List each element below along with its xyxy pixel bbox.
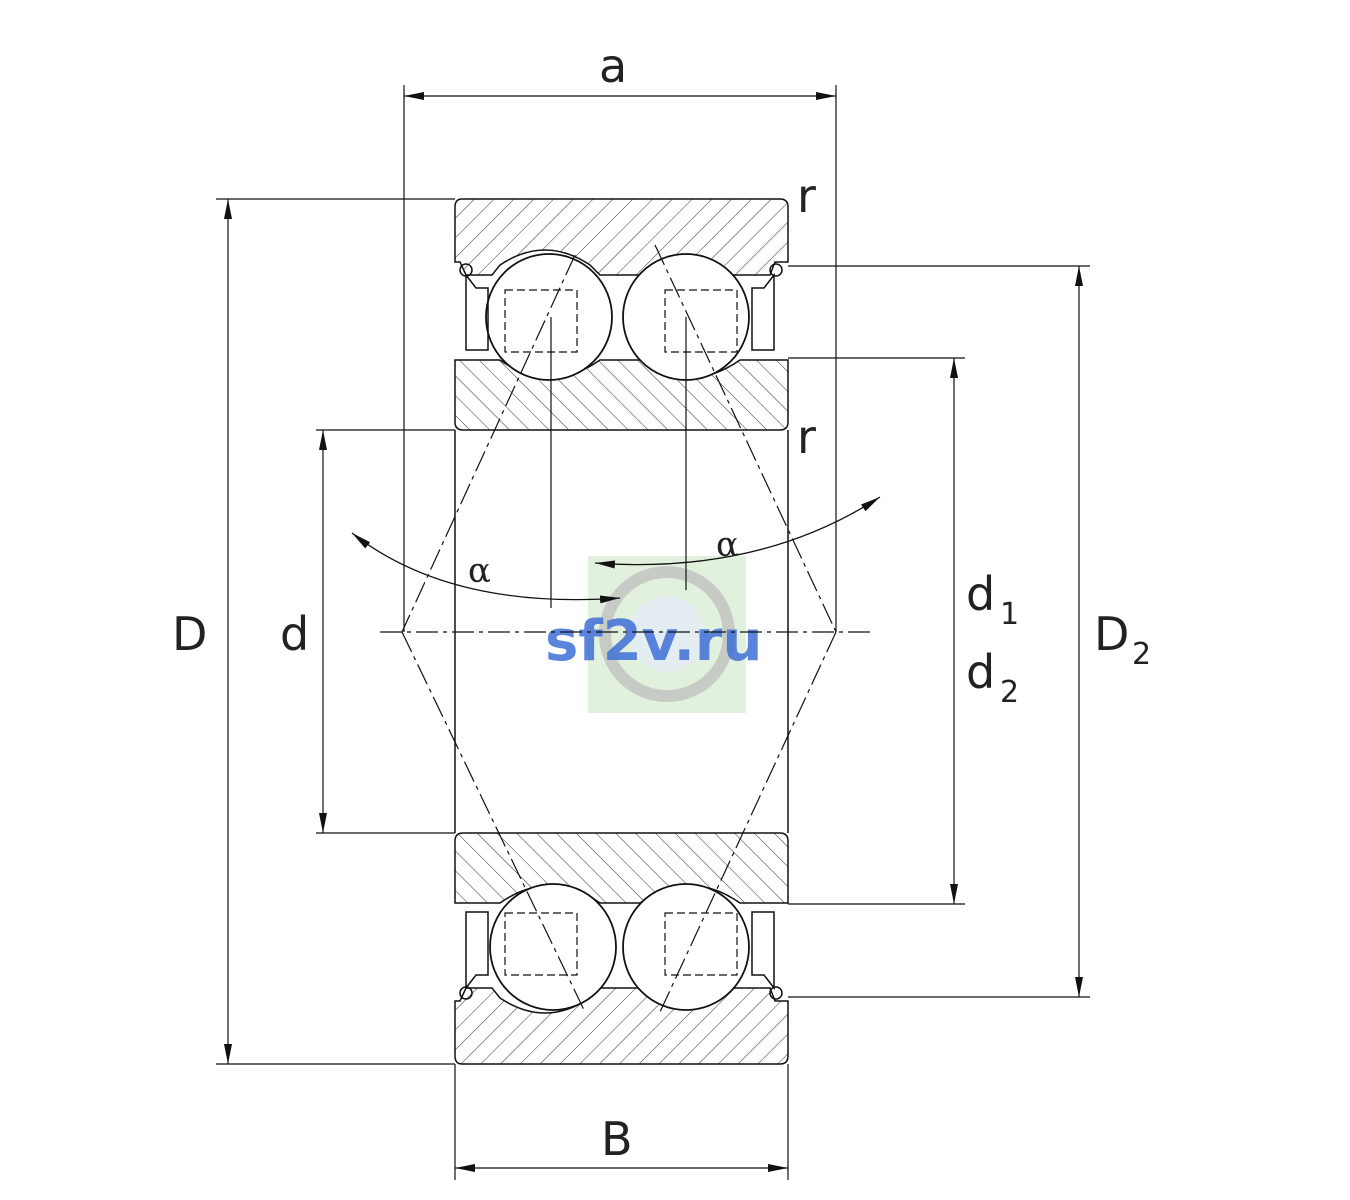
label-B: B xyxy=(601,1112,633,1166)
label-alpha-right: α xyxy=(716,525,739,565)
label-r-mid: r xyxy=(797,410,816,464)
label-d2-main: d xyxy=(966,645,995,699)
label-alpha-left: α xyxy=(468,551,491,591)
outer-ring-top xyxy=(454,198,789,276)
label-D2-sub: 2 xyxy=(1132,637,1151,672)
inner-ring-top xyxy=(454,359,789,431)
dimension-d1-d2 xyxy=(788,357,965,905)
label-D2-main: D xyxy=(1094,607,1129,661)
ball-bottom-right xyxy=(622,883,750,1011)
dimension-B xyxy=(454,1064,789,1180)
label-a: a xyxy=(599,39,627,93)
label-d: d xyxy=(280,607,309,661)
label-r-top: r xyxy=(797,169,816,223)
dimension-a xyxy=(403,85,837,632)
seals xyxy=(459,263,783,1000)
dimension-D xyxy=(216,198,455,1065)
outer-ring-bottom xyxy=(454,987,789,1065)
alpha-arcs xyxy=(351,496,881,604)
balls xyxy=(485,253,750,1011)
dimension-D2 xyxy=(788,265,1090,998)
label-d1-main: d xyxy=(966,567,995,621)
label-d2-sub: 2 xyxy=(1000,675,1019,710)
ball-bottom-left xyxy=(489,883,617,1011)
ball-center-boxes xyxy=(504,289,738,976)
label-D: D xyxy=(172,607,207,661)
dimension-d xyxy=(316,429,455,834)
watermark-logo: sf2v.ru xyxy=(545,556,762,713)
label-d1-sub: 1 xyxy=(1000,597,1019,632)
watermark-text: sf2v.ru xyxy=(545,609,762,674)
ball-top-left xyxy=(485,253,613,381)
